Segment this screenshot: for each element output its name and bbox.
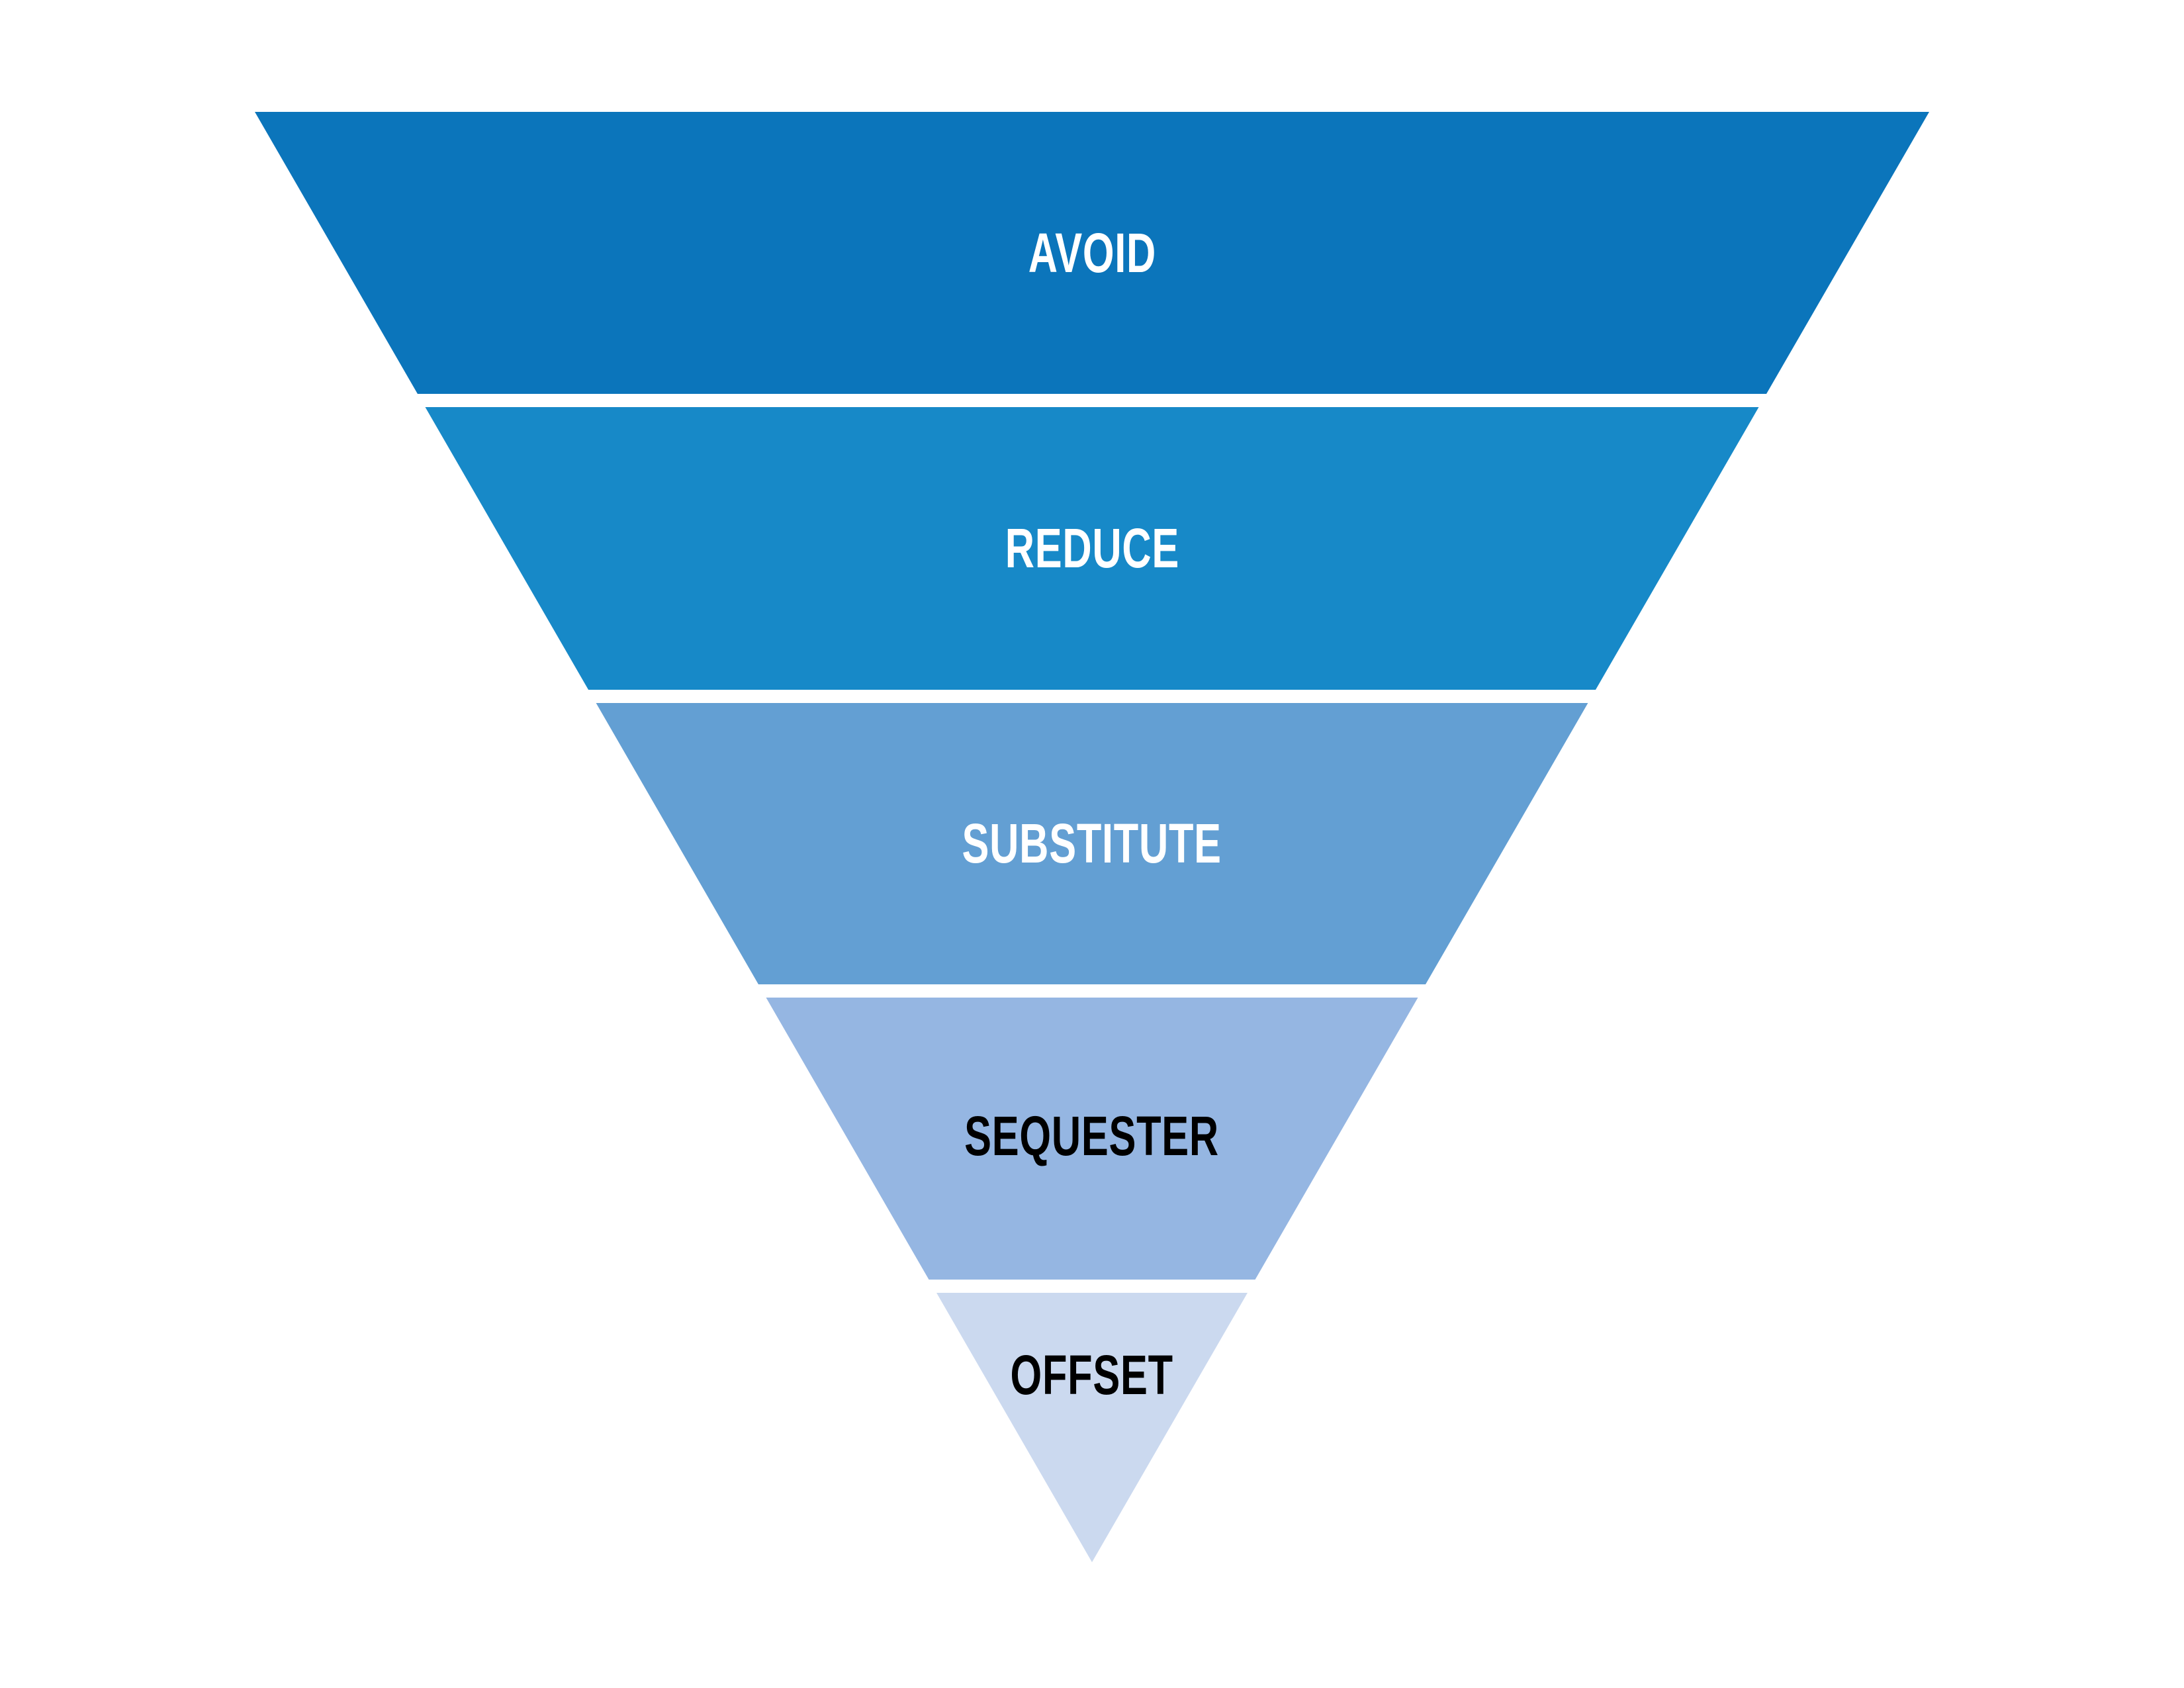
funnel-band-sequester: [255, 998, 1929, 1280]
funnel-band-offset: [255, 1293, 1929, 1562]
funnel-band-reduce: [255, 407, 1929, 690]
funnel-band-avoid: [255, 112, 1929, 394]
inverted-pyramid: AVOID REDUCE SUBSTITUTE SEQUESTER OFFSET: [255, 112, 1929, 1562]
funnel-band-substitute: [255, 703, 1929, 984]
